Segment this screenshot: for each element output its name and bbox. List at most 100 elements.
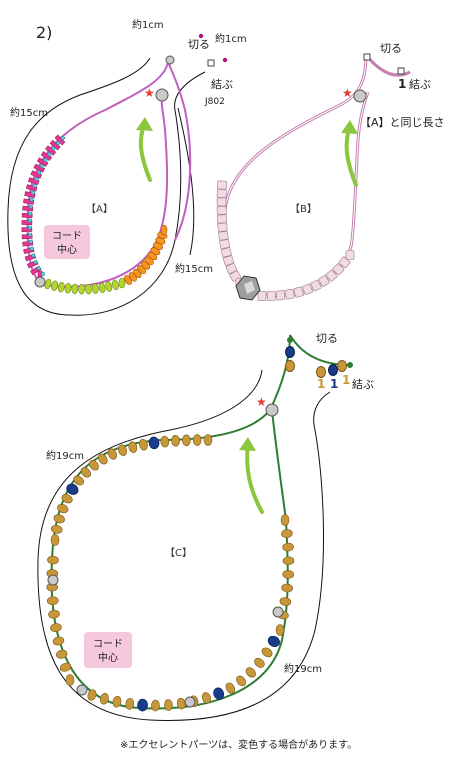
gold-bead	[88, 459, 99, 471]
gold-bead	[245, 667, 256, 678]
cut-label-b: 切る	[380, 42, 402, 55]
silver-bead-a-center	[34, 276, 46, 288]
gold-bead-end	[285, 360, 295, 372]
light-pink-bead	[302, 283, 313, 295]
aqua-bead	[28, 239, 33, 244]
gold-bead	[98, 453, 108, 465]
gold-bead	[65, 674, 75, 686]
aqua-bead	[28, 232, 33, 237]
diagram-c: ★ 切る 1 1 1 結ぶ 約19cm 約19cm 【C】 コード 中心	[37, 332, 374, 721]
length-left-c: 約19cm	[46, 449, 84, 462]
light-pink-bead	[218, 230, 229, 241]
direction-arrow-a-head	[136, 117, 153, 131]
light-pink-bead	[220, 247, 232, 258]
aqua-bead	[41, 272, 45, 276]
diagram-a-title: 【A】	[86, 203, 113, 215]
gold-bead	[50, 623, 62, 632]
pink-bead	[27, 177, 40, 186]
direction-arrow-b-head	[341, 120, 358, 134]
footnote: ※エクセレントパーツは、変色する場合があります。	[120, 738, 357, 751]
light-pink-bead	[216, 197, 227, 207]
tie-label-c: 結ぶ	[352, 377, 374, 391]
gold-bead	[202, 692, 211, 704]
silver-bead-c-top	[265, 403, 279, 417]
gold-bead	[236, 675, 247, 687]
knot-bead-a	[207, 59, 215, 67]
gold-bead	[46, 596, 59, 605]
aqua-bead	[34, 176, 40, 182]
light-pink-bead	[217, 180, 227, 190]
aqua-bead	[60, 135, 66, 141]
part-number-a: J802	[204, 97, 225, 107]
gold-bead	[112, 695, 122, 708]
aqua-bead	[33, 259, 39, 265]
count-c-1: 1	[317, 377, 325, 391]
lime-bead	[51, 280, 59, 291]
aqua-bead	[46, 151, 52, 157]
gold-bead	[281, 583, 293, 593]
aqua-bead	[29, 246, 34, 251]
gold-bead	[192, 434, 202, 446]
tie-label-b: 結ぶ	[409, 77, 431, 91]
gold-bead	[281, 529, 293, 538]
aqua-bead	[28, 211, 33, 216]
gold-bead	[50, 524, 63, 534]
light-pink-bead	[219, 239, 230, 249]
navy-bead	[267, 635, 280, 647]
navy-bead	[213, 687, 225, 700]
faceted-bead-b	[235, 275, 261, 301]
star-a: ★	[144, 86, 155, 100]
silver-bead-c	[47, 574, 59, 586]
pink-bead	[25, 184, 38, 192]
lime-bead	[78, 283, 85, 295]
direction-arrow-c-head	[239, 437, 256, 451]
tie-length-a: 約1cm	[215, 32, 247, 45]
measure-outline-a	[7, 57, 206, 316]
gold-bead	[282, 570, 295, 579]
direction-arrow-c	[245, 440, 264, 514]
gold-bead-end	[316, 366, 326, 378]
silver-bead-c	[76, 684, 88, 696]
silver-bead-c	[184, 696, 196, 708]
aqua-bead	[51, 145, 57, 152]
light-pink-bead	[216, 206, 227, 215]
silver-bead-b	[353, 89, 367, 103]
cut-length-a: 約1cm	[132, 18, 164, 31]
end-dot-a2	[222, 57, 228, 63]
light-pink-bead	[275, 290, 286, 301]
measure-outline-c	[37, 369, 331, 721]
silver-bead-c	[272, 606, 284, 618]
center-label-c-line1: コード	[93, 639, 123, 650]
lime-bead	[64, 282, 72, 294]
diagram-a: ★ 約1cm 切る 約1cm 結ぶ J802 約15cm 約15cm 【A】 コ…	[7, 18, 247, 316]
gold-bead	[282, 542, 294, 552]
gold-bead	[61, 494, 73, 504]
navy-bead	[148, 436, 160, 450]
aqua-bead	[39, 163, 45, 169]
bead-strip-pink-aqua	[21, 134, 66, 282]
gold-bead	[279, 597, 292, 606]
light-pink-bead	[257, 291, 267, 301]
light-pink-bead	[217, 214, 227, 224]
light-pink-bead	[216, 189, 227, 198]
gold-bead	[182, 434, 191, 447]
aqua-bead	[29, 197, 34, 202]
gold-bead	[282, 556, 295, 566]
lime-bead	[91, 283, 99, 294]
length-right-a: 約15cm	[175, 262, 213, 275]
navy-bead	[66, 483, 79, 495]
navy-bead-end	[285, 346, 295, 358]
lime-bead	[118, 277, 126, 289]
aqua-bead	[28, 204, 33, 209]
end-dot-c	[287, 337, 293, 343]
tie-count-b: 1	[398, 77, 406, 91]
gold-bead	[52, 636, 65, 646]
center-label-a-line2: 中心	[57, 243, 77, 256]
gold-bead	[225, 682, 236, 694]
center-label-a-line1: コード	[52, 231, 82, 242]
diagram-c-title: 【C】	[165, 547, 192, 559]
aqua-bead	[30, 190, 36, 195]
star-c: ★	[256, 395, 267, 409]
orange-bead	[160, 224, 168, 236]
lime-bead	[71, 283, 79, 295]
